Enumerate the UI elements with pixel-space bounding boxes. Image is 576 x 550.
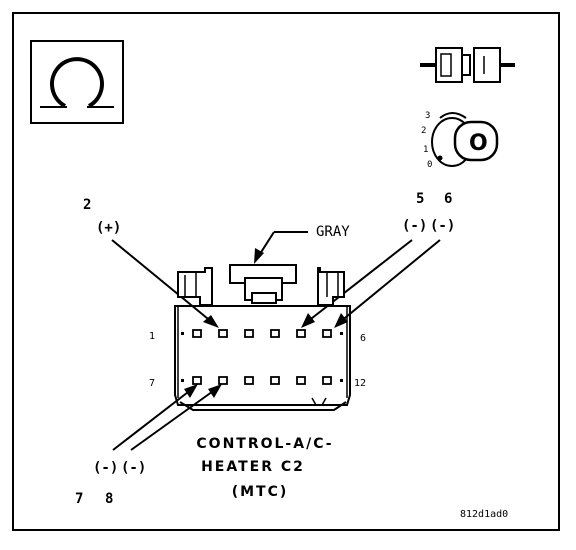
arrowhead-pin-5 [301, 313, 315, 328]
connector-title-line1: CONTROL-A/C- [196, 436, 333, 452]
disconnect-connector-icon [420, 47, 515, 83]
callout-pin-2-polarity: (+) [96, 220, 121, 236]
leader-pin-7 [112, 388, 193, 451]
callout-pin-5: 5 [416, 191, 424, 207]
arrowhead-pin-2 [203, 315, 219, 328]
leader-pin-8 [130, 388, 217, 451]
callout-pin-7: 7 [75, 491, 83, 507]
callout-pin-6-polarity: (-) [430, 218, 455, 234]
outer-frame [12, 12, 560, 531]
ignition-position-1: 1 [423, 145, 428, 155]
pin-label-1: 1 [149, 331, 155, 342]
callout-pin-5-polarity: (-) [402, 218, 427, 234]
arrowhead-pin-6 [334, 313, 348, 328]
arrowhead-pin-7 [184, 384, 198, 398]
callout-pin-2: 2 [83, 197, 91, 213]
leader-pin-6 [339, 239, 441, 323]
leader-pin-2 [111, 239, 214, 324]
arrowhead-gray [254, 248, 264, 264]
connector-title-line2: HEATER C2 [201, 459, 305, 475]
cavities-top-row [192, 329, 332, 338]
pin-label-7: 7 [149, 378, 155, 389]
ignition-key-icon: 3 2 1 0 O [421, 111, 499, 170]
callout-pin-6: 6 [444, 191, 452, 207]
leader-pin-5 [306, 239, 413, 323]
pin-label-12: 12 [354, 378, 366, 389]
ignition-key-letter: O [469, 131, 488, 156]
ignition-position-0: 0 [427, 160, 432, 170]
cavities-bottom-row [192, 376, 332, 385]
pin-label-6: 6 [360, 333, 366, 344]
arrowhead-pin-8 [208, 384, 222, 398]
callout-pin-8-polarity: (-) [121, 460, 146, 476]
ohm-meter-icon [30, 40, 124, 124]
figure-id: 812d1ad0 [460, 509, 508, 520]
connector-body [174, 264, 351, 411]
ignition-position-3: 3 [425, 111, 430, 121]
callout-pin-8: 8 [105, 491, 113, 507]
connector-title-line3: (MTC) [232, 484, 289, 500]
wire-color-label: GRAY [316, 224, 350, 240]
cavity-markers [181, 332, 343, 382]
ignition-position-2: 2 [421, 126, 426, 136]
callout-pin-7-polarity: (-) [93, 460, 118, 476]
